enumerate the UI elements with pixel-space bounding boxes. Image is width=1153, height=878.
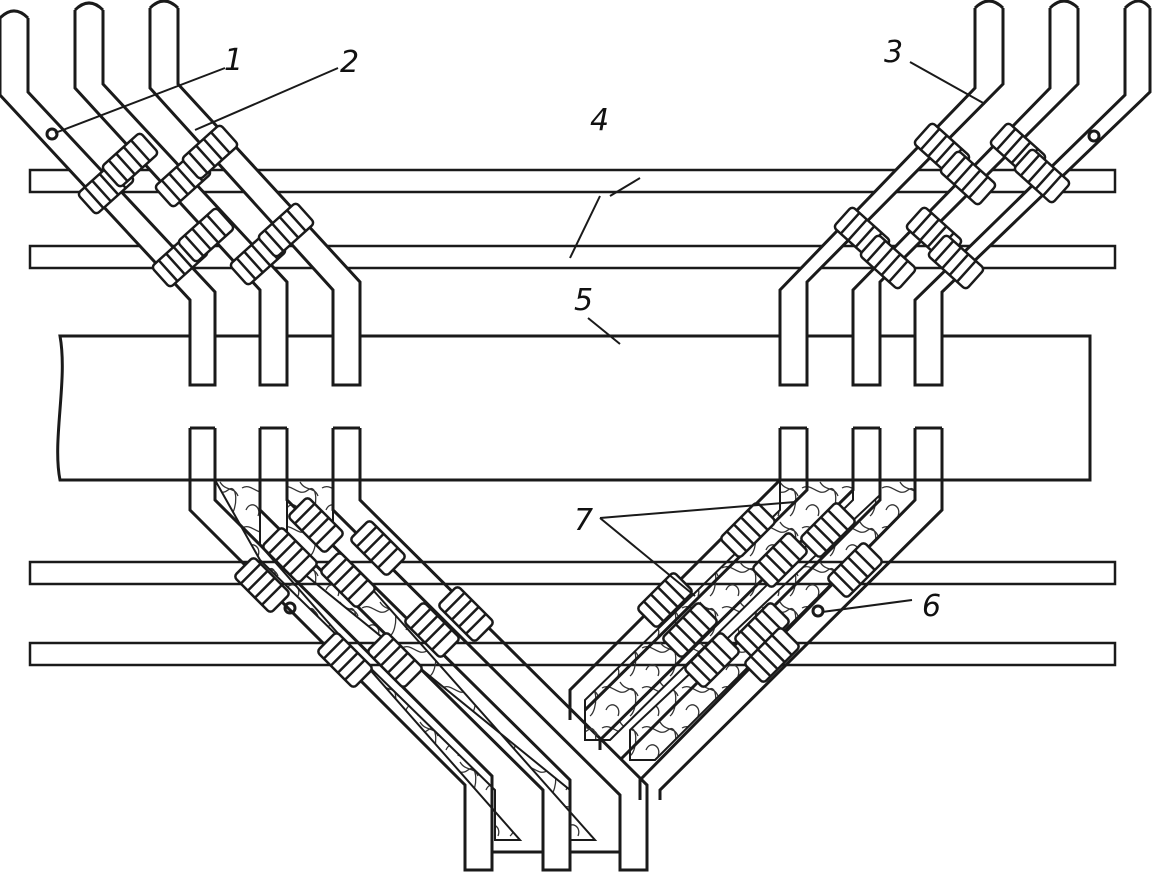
upper-right-pipe-group <box>778 0 1152 387</box>
lower-left-clamps <box>234 497 494 688</box>
label-3: 3 <box>884 35 903 70</box>
label-2: 2 <box>340 45 359 80</box>
horizontal-rod-lower-1 <box>28 560 1117 586</box>
horizontal-rod-lower-2 <box>28 641 1117 667</box>
label-1: 1 <box>224 43 243 78</box>
upper-left-clamps <box>77 124 315 288</box>
horizontal-rod-upper-1 <box>28 168 1117 194</box>
label-7: 7 <box>574 503 593 538</box>
label-5: 5 <box>574 283 593 318</box>
lower-right-clamps <box>637 502 883 688</box>
label-6: 6 <box>922 589 941 624</box>
leader-lines <box>54 61 986 613</box>
upper-right-clamps <box>833 122 1071 290</box>
main-beam <box>56 334 1092 482</box>
label-4: 4 <box>590 103 609 138</box>
